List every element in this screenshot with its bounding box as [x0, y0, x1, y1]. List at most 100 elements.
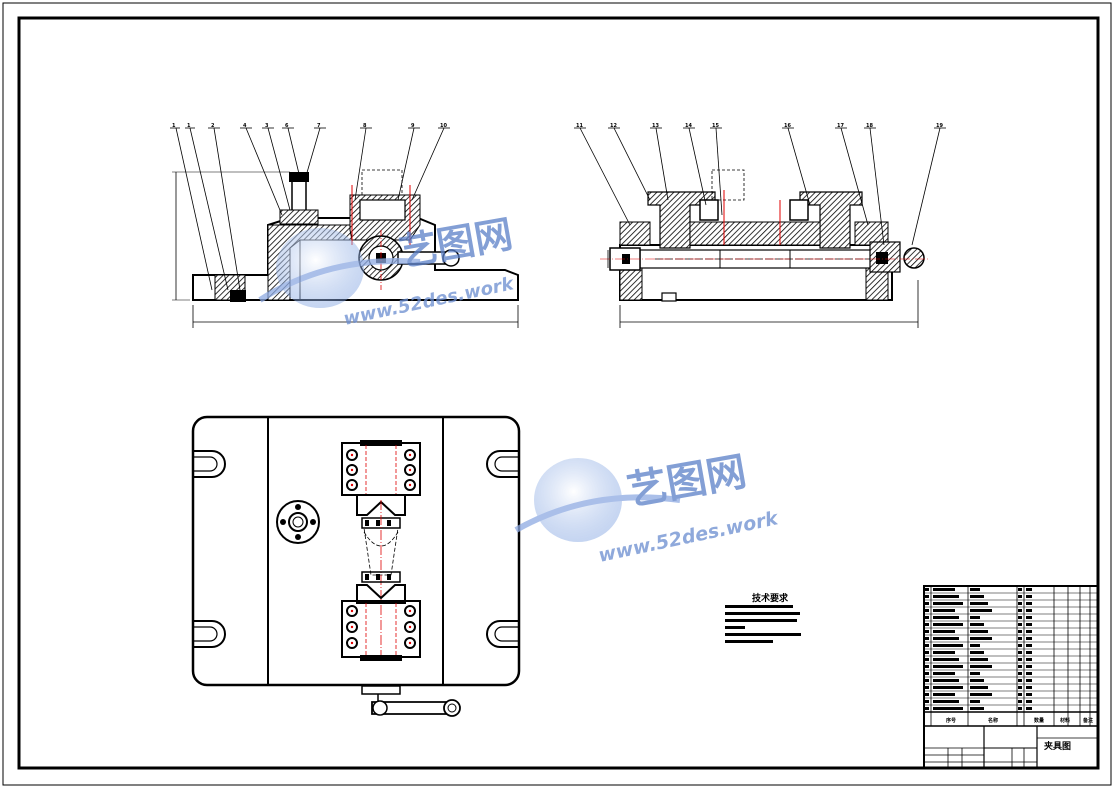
part-label: 1 [172, 123, 176, 129]
header-cell: 材料 [1060, 717, 1070, 724]
parts-list-cell-text [933, 658, 959, 661]
parts-list-cell-text [1018, 658, 1022, 661]
parts-list-cell-text [1018, 672, 1022, 675]
part-label: 19 [936, 123, 943, 129]
watermark-brand: 艺图网 [624, 449, 750, 515]
parts-list-cell-text [1026, 602, 1032, 605]
part-label: 11 [576, 123, 583, 129]
top-view [191, 415, 521, 717]
drawing-name: 夹具图 [1044, 740, 1071, 752]
parts-list-cell-text [925, 658, 929, 661]
part-label: 10 [440, 123, 447, 129]
parts-list-cell-text [1018, 609, 1022, 612]
parts-list-cell-text [1018, 630, 1022, 633]
title-block-rows [924, 588, 1098, 713]
parts-list-cell-text [1026, 616, 1032, 619]
parts-list-cell-text [1018, 644, 1022, 647]
parts-list-cell-text [970, 609, 992, 612]
part-label: 1 [187, 123, 191, 129]
parts-list-cell-text [925, 609, 929, 612]
parts-list-cell-text [1026, 700, 1032, 703]
parts-list-cell-text [933, 623, 963, 626]
parts-list-cell-text [925, 665, 929, 668]
header-cell: 序号 [945, 717, 956, 724]
parts-list-cell-text [933, 707, 963, 710]
parts-list-cell-text [933, 637, 959, 640]
parts-list-cell-text [925, 700, 929, 703]
parts-list-cell-text [925, 588, 929, 591]
part-label: 18 [866, 123, 873, 129]
parts-list-cell-text [1026, 623, 1032, 626]
parts-list-cell-text [933, 700, 959, 703]
parts-list-cell-text [925, 707, 929, 710]
parts-list-cell-text [933, 693, 955, 696]
parts-list-cell-text [933, 686, 963, 689]
parts-list-cell-text [970, 588, 980, 591]
parts-list-cell-text [1018, 602, 1022, 605]
part-label: 16 [784, 123, 791, 129]
parts-list-cell-text [1026, 658, 1032, 661]
parts-list-cell-text [970, 602, 988, 605]
parts-list-cell-text [1026, 693, 1032, 696]
parts-list-cell-text [925, 651, 929, 654]
parts-list-cell-text [925, 672, 929, 675]
parts-list-cell-text [925, 644, 929, 647]
parts-list-cell-text [970, 658, 988, 661]
parts-list-cell-text [1026, 672, 1032, 675]
parts-list-cell-text [1026, 588, 1032, 591]
parts-list-cell-text [933, 665, 963, 668]
parts-list-cell-text [933, 672, 955, 675]
watermark-logo-mid: 艺图网 www.52des.work [514, 449, 781, 567]
parts-list-cell-text [925, 637, 929, 640]
parts-list-cell-text [1018, 623, 1022, 626]
parts-list-cell-text [970, 616, 980, 619]
parts-list-cell-text [1018, 700, 1022, 703]
parts-list-cell-text [970, 651, 984, 654]
parts-list-cell-text [970, 686, 988, 689]
parts-list-cell-text [970, 595, 984, 598]
parts-list-cell-text [925, 630, 929, 633]
part-label: 3 [265, 123, 269, 129]
part-label: 7 [317, 123, 321, 129]
parts-list-cell-text [970, 665, 992, 668]
parts-list-cell-text [970, 693, 992, 696]
part-label: 13 [652, 123, 659, 129]
parts-list-cell-text [925, 595, 929, 598]
parts-list-cell-text [1018, 707, 1022, 710]
part-label: 12 [610, 123, 617, 129]
parts-list-cell-text [1018, 616, 1022, 619]
parts-list-cell-text [1026, 665, 1032, 668]
parts-list-cell-text [1026, 595, 1032, 598]
parts-list-cell-text [1026, 630, 1032, 633]
parts-list-cell-text [1026, 707, 1032, 710]
header-cell: 数量 [1034, 717, 1044, 724]
parts-list-cell-text [933, 588, 955, 591]
parts-list-cell-text [1018, 686, 1022, 689]
parts-list-cell-text [1018, 588, 1022, 591]
part-label: 14 [685, 123, 692, 129]
part-label: 2 [211, 123, 215, 129]
parts-list-cell-text [925, 623, 929, 626]
parts-list-cell-text [1018, 651, 1022, 654]
parts-list-cell-text [933, 602, 963, 605]
part-label: 8 [363, 123, 367, 129]
parts-list-cell-text [933, 616, 959, 619]
parts-list-cell-text [1018, 665, 1022, 668]
technical-notes: 技术要求 [725, 592, 801, 643]
part-label: 15 [712, 123, 719, 129]
technical-notes-title: 技术要求 [752, 592, 789, 604]
parts-list-cell-text [925, 686, 929, 689]
parts-list-cell-text [1018, 637, 1022, 640]
parts-list-cell-text [933, 630, 955, 633]
parts-list-cell-text [970, 672, 980, 675]
parts-list-cell-text [1026, 651, 1032, 654]
part-label: 9 [411, 123, 415, 129]
parts-list-cell-text [1018, 595, 1022, 598]
inner-border [17, 16, 1100, 770]
parts-list-cell-text [925, 679, 929, 682]
parts-list-cell-text [933, 595, 959, 598]
parts-list-cell-text [970, 679, 984, 682]
parts-list-cell-text [1026, 609, 1032, 612]
